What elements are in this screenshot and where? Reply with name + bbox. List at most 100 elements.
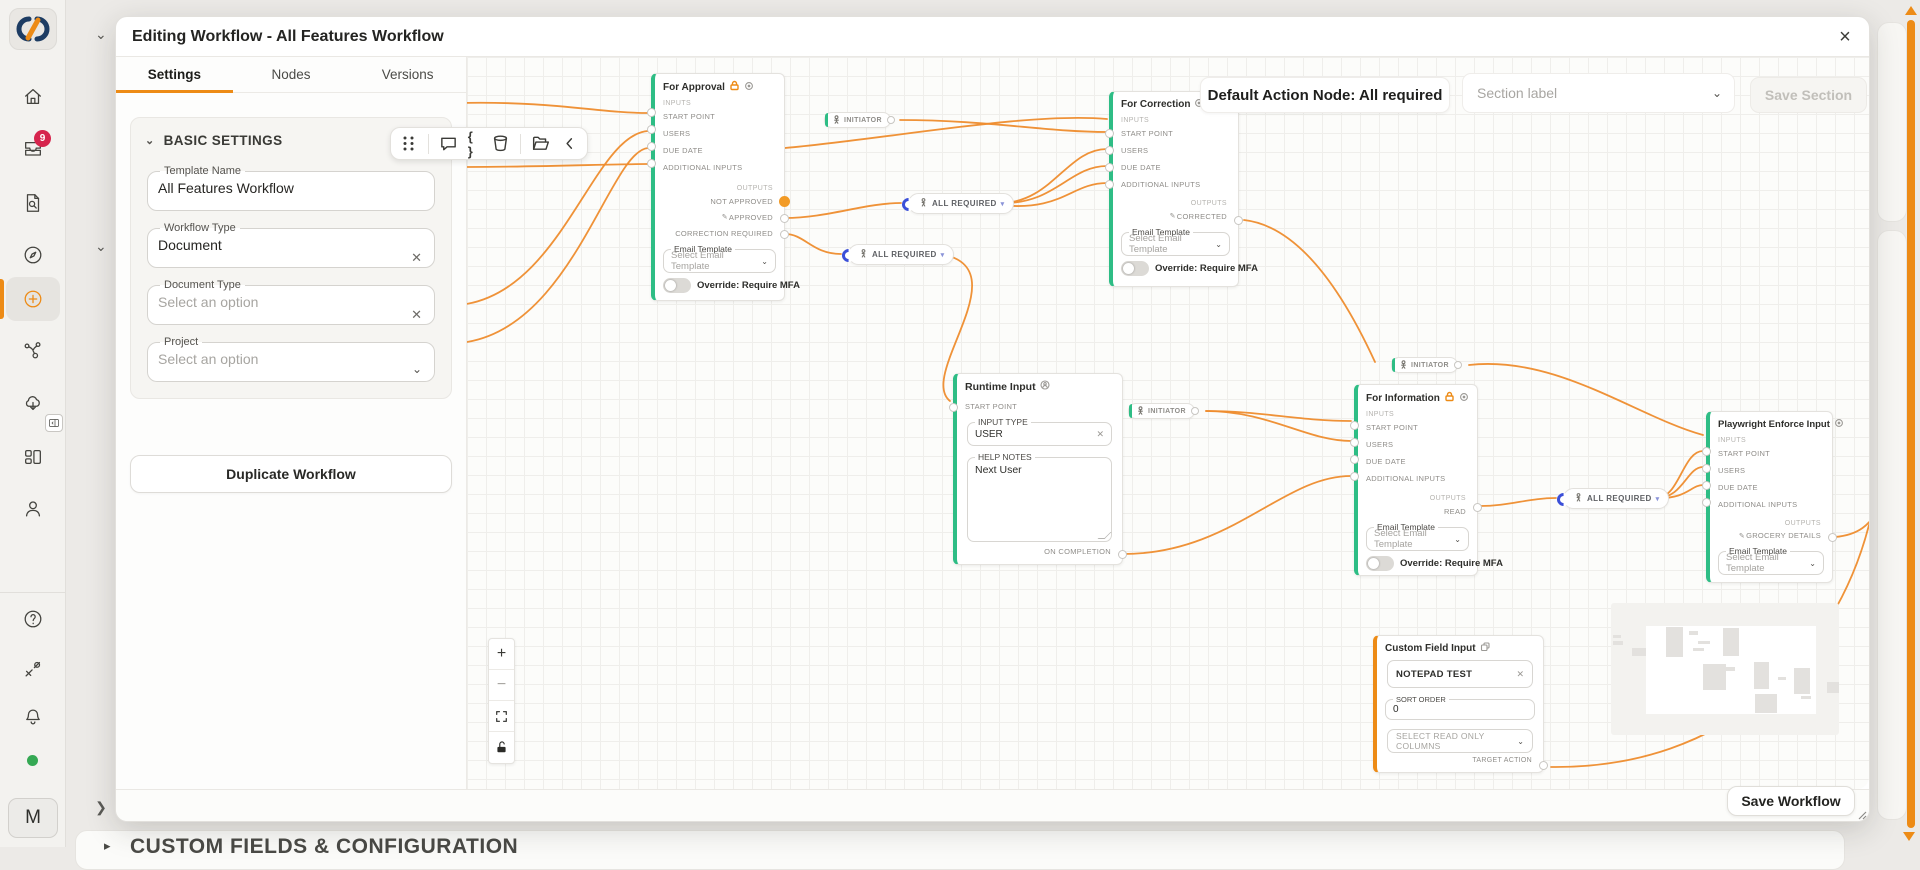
help-icon[interactable] <box>22 608 44 630</box>
zoom-out-button[interactable]: − <box>489 670 514 701</box>
port-due-date[interactable] <box>1105 163 1114 172</box>
user-icon[interactable] <box>22 498 44 520</box>
port-users[interactable] <box>647 125 656 134</box>
port-start-point[interactable] <box>949 403 958 412</box>
port-correction-required[interactable] <box>780 230 789 239</box>
custom-field-name-input[interactable]: NOTEPAD TEST ✕ <box>1387 660 1533 688</box>
help-notes-field[interactable]: HELP NOTES Next User <box>967 452 1112 542</box>
port-target-action[interactable] <box>1539 761 1548 770</box>
page-scrollbar[interactable] <box>1907 20 1915 828</box>
clear-icon[interactable]: ✕ <box>411 307 422 322</box>
mfa-toggle[interactable] <box>663 278 691 293</box>
port-additional-inputs[interactable] <box>647 159 656 168</box>
workflow-network-icon[interactable] <box>22 340 44 362</box>
tab-nodes[interactable]: Nodes <box>271 67 311 82</box>
section-label-select[interactable]: Section label ⌄ <box>1462 73 1735 113</box>
mfa-toggle[interactable] <box>1121 261 1149 276</box>
dashboard-icon[interactable] <box>22 446 44 468</box>
bg-expand-chevron[interactable]: ❯ <box>95 798 107 815</box>
port-grocery-details[interactable] <box>1828 533 1837 542</box>
compass-icon[interactable] <box>22 244 44 266</box>
email-template-field[interactable]: Email Template Select Email Template⌄ <box>1121 227 1230 256</box>
inbox-icon[interactable] <box>22 138 44 160</box>
close-icon[interactable]: × <box>1839 25 1851 48</box>
page-scroll-down-arrow[interactable] <box>1903 832 1915 841</box>
folder-open-icon[interactable] <box>531 134 550 154</box>
chevron-left-icon[interactable] <box>560 134 579 154</box>
cloud-download-icon[interactable] <box>22 392 44 414</box>
save-section-button[interactable]: Save Section <box>1750 77 1867 113</box>
user-avatar[interactable]: M <box>8 798 58 838</box>
textarea-resize-handle[interactable] <box>1097 532 1112 539</box>
port-corrected[interactable] <box>1234 216 1243 225</box>
port-start-point[interactable] <box>1105 129 1114 138</box>
initiator-badge[interactable]: INITIATOR <box>1128 403 1199 419</box>
all-required-badge[interactable]: ALL REQUIRED ▾ <box>899 193 1014 214</box>
email-template-field[interactable]: Email Template Select Email Template⌄ <box>1718 546 1824 575</box>
port-approved[interactable] <box>780 214 789 223</box>
workflow-type-field[interactable]: Workflow Type Document ✕ <box>147 222 435 268</box>
bg-collapse-chevron-mid[interactable]: ⌄ <box>95 238 107 254</box>
port-users[interactable] <box>1702 464 1711 473</box>
drag-handle-icon[interactable] <box>399 134 418 154</box>
notifications-icon[interactable] <box>22 706 44 728</box>
all-required-badge[interactable]: ALL REQUIRED ▾ <box>1554 488 1669 509</box>
port-start-point[interactable] <box>647 108 656 117</box>
port-additional-inputs[interactable] <box>1350 472 1359 481</box>
tools-icon[interactable] <box>22 658 44 680</box>
email-template-field[interactable]: Email Template Select Email Template⌄ <box>663 244 776 273</box>
bg-collapse-chevron-top[interactable]: ⌄ <box>95 26 107 42</box>
basic-settings-header[interactable]: ⌄ BASIC SETTINGS <box>131 118 451 154</box>
port-users[interactable] <box>1350 438 1359 447</box>
add-circle-icon[interactable] <box>22 288 44 310</box>
app-logo[interactable] <box>9 8 57 50</box>
initiator-badge[interactable]: INITIATOR <box>824 112 895 128</box>
sidebar-collapse-toggle[interactable] <box>45 414 63 432</box>
port-start-point[interactable] <box>1702 447 1711 456</box>
workflow-canvas[interactable]: Default Action Node: All required Sectio… <box>467 57 1869 789</box>
port-initiator-out[interactable] <box>1190 407 1199 415</box>
node-custom-field-input[interactable]: Custom Field Input NOTEPAD TEST ✕ SORT O… <box>1373 635 1548 773</box>
port-users[interactable] <box>1105 146 1114 155</box>
tab-settings[interactable]: Settings <box>116 57 233 93</box>
port-initiator-out[interactable] <box>886 116 895 124</box>
node-for-information[interactable]: For Information INPUTS START POINT USERS… <box>1350 384 1503 576</box>
canvas-minimap[interactable] <box>1611 603 1839 735</box>
lock-toggle-button[interactable] <box>489 732 514 763</box>
comment-icon[interactable] <box>439 134 458 154</box>
template-name-field[interactable]: Template Name All Features Workflow <box>147 165 435 211</box>
port-due-date[interactable] <box>647 142 656 151</box>
port-not-approved[interactable] <box>779 196 790 207</box>
port-additional-inputs[interactable] <box>1105 180 1114 189</box>
port-due-date[interactable] <box>1702 481 1711 490</box>
email-template-field[interactable]: Email Template Select Email Template⌄ <box>1366 522 1469 551</box>
clear-icon[interactable]: ✕ <box>1096 428 1104 439</box>
sort-order-field[interactable]: SORT ORDER 0 <box>1385 695 1535 720</box>
initiator-badge[interactable]: INITIATOR <box>1391 357 1462 373</box>
port-additional-inputs[interactable] <box>1702 498 1711 507</box>
braces-icon[interactable]: { } <box>467 128 474 159</box>
port-due-date[interactable] <box>1350 455 1359 464</box>
home-icon[interactable] <box>22 86 44 108</box>
save-workflow-button[interactable]: Save Workflow <box>1727 786 1855 816</box>
port-initiator-out[interactable] <box>1453 361 1462 369</box>
project-field[interactable]: Project Select an option ⌄ <box>147 336 435 382</box>
all-required-badge[interactable]: ALL REQUIRED ▾ <box>839 244 954 265</box>
node-for-correction[interactable]: For Correction INPUTS START POINT USERS … <box>1105 91 1258 287</box>
port-start-point[interactable] <box>1350 421 1359 430</box>
page-scroll-up-arrow[interactable] <box>1905 6 1917 15</box>
duplicate-workflow-button[interactable]: Duplicate Workflow <box>130 455 452 493</box>
modal-resize-handle[interactable] <box>1855 807 1867 820</box>
readonly-columns-select[interactable]: SELECT READ ONLY COLUMNS ⌄ <box>1387 729 1533 753</box>
port-read[interactable] <box>1473 503 1482 512</box>
input-type-field[interactable]: INPUT TYPE USER✕ <box>967 417 1112 446</box>
fit-view-button[interactable] <box>489 701 514 732</box>
document-type-field[interactable]: Document Type Select an option ✕ <box>147 279 435 325</box>
tab-versions[interactable]: Versions <box>381 67 434 82</box>
node-runtime-input[interactable]: Runtime Input START POINT INPUT TYPE USE… <box>949 373 1127 565</box>
clear-icon[interactable]: ✕ <box>411 250 422 265</box>
mfa-toggle[interactable] <box>1366 556 1394 571</box>
bucket-icon[interactable] <box>491 134 510 154</box>
node-for-approval[interactable]: For Approval INPUTS START POINT USERS DU… <box>647 73 800 301</box>
node-playwright-enforce-input[interactable]: Playwright Enforce Input INPUTS START PO… <box>1702 411 1843 583</box>
